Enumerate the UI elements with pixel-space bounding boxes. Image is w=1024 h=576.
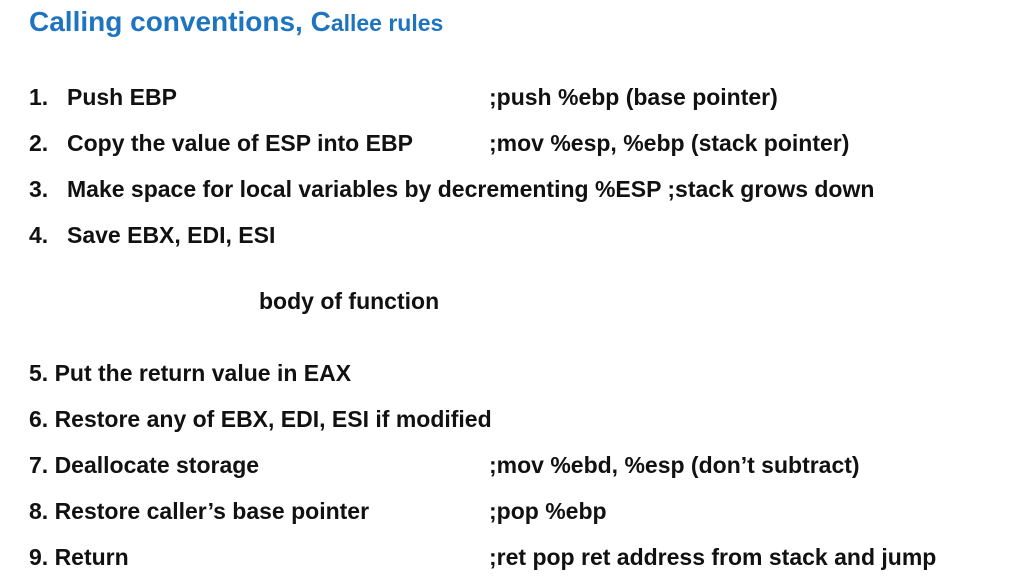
step-text: Save EBX, EDI, ESI: [67, 222, 276, 248]
step-text: 6. Restore any of EBX, EDI, ESI if modif…: [29, 406, 492, 432]
slide-title: Calling conventions, Callee rules: [29, 6, 443, 38]
step-text: Make space for local variables by decrem…: [67, 176, 875, 202]
step-text: 7. Deallocate storage: [29, 452, 260, 478]
step-comment: ;pop %ebp: [489, 498, 607, 524]
step-text: Copy the value of ESP into EBP: [67, 130, 413, 156]
step-comment: ;mov %ebd, %esp (don’t subtract): [489, 452, 860, 478]
slide-title-main: Calling conventions, C: [29, 6, 331, 37]
step-text: Push EBP: [67, 84, 177, 110]
slide-title-sub: allee rules: [330, 10, 444, 36]
step-comment: ;push %ebp (base pointer): [489, 84, 778, 110]
step-text: 9. Return: [29, 544, 129, 570]
step-number: 2.: [29, 130, 49, 156]
body-of-function-label: body of function: [259, 288, 440, 314]
step-number: 4.: [29, 222, 49, 248]
step-comment: ;ret pop ret address from stack and jump: [489, 544, 937, 570]
step-number: 3.: [29, 176, 49, 202]
step-text: 5. Put the return value in EAX: [29, 360, 352, 386]
step-text: 8. Restore caller’s base pointer: [29, 498, 370, 524]
step-comment: ;mov %esp, %ebp (stack pointer): [489, 130, 850, 156]
step-number: 1.: [29, 84, 49, 110]
